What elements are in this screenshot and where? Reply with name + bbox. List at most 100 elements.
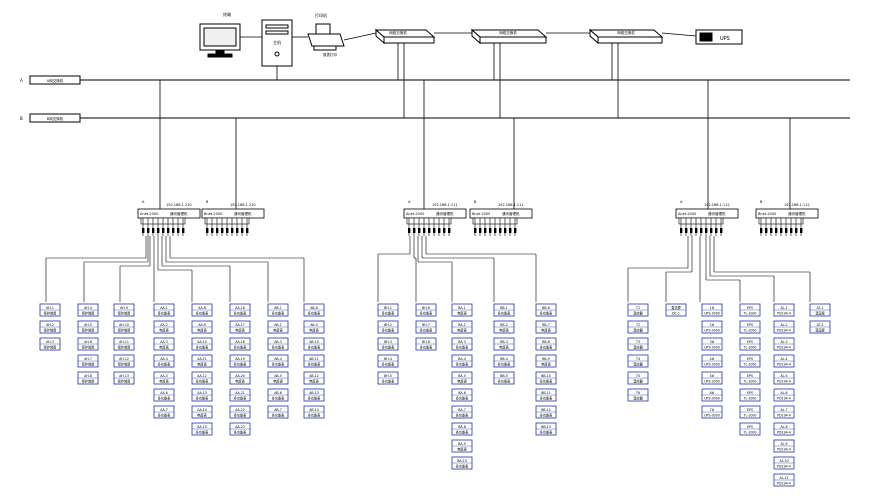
gateway-type: 通讯管理机 (502, 211, 520, 216)
device-type: UPS-3000 (704, 363, 720, 367)
device-type: 多功能表 (234, 345, 248, 350)
device-id: AH-12 (119, 357, 129, 361)
gateway-net-tag: B (760, 200, 763, 204)
device-id: AH-11 (119, 340, 129, 344)
device-type: 电度表 (235, 379, 245, 384)
gateway-net-tag: B (206, 200, 209, 204)
device-type: 多功能表 (308, 345, 322, 350)
device-id: AH-7 (84, 357, 92, 361)
device-group-17: EPSTL-1000EPSTL-1000EPSTL-1000EPSTL-1000… (739, 303, 761, 436)
device-bus-wiring (45, 236, 811, 302)
device-group-13: BB-6多功能表BB-7电度表BB-8多功能表BB-9电度表BB-10多功能表B… (535, 303, 557, 436)
device-group-18: AL-1PD194-4AL-2PD194-4AL-3PD194-4AL-4PD1… (773, 303, 795, 487)
device-id: AB-1 (274, 306, 282, 310)
device-type: 电度表 (541, 362, 551, 367)
device-id: BH-8 (422, 340, 430, 344)
device-type: 电度表 (273, 328, 283, 333)
device-type: 电度表 (309, 379, 319, 384)
device-type: 多功能表 (498, 311, 512, 316)
device-type: 多功能表 (420, 328, 434, 333)
gateway-drops (159, 80, 791, 209)
gateway-type: 通讯管理机 (234, 211, 252, 216)
device-type: PD194-4 (777, 431, 791, 435)
device-type: 电度表 (159, 379, 169, 384)
ups-label: UPS (720, 36, 730, 42)
device-id: AA-9 (198, 323, 206, 327)
device-type: 电度表 (499, 345, 509, 350)
device-id: BB-11 (541, 391, 551, 395)
device-type: 温湿度 (815, 328, 825, 333)
device-type: 多功能表 (382, 362, 396, 367)
device-type: 多功能表 (456, 396, 470, 401)
device-id: BB-10 (541, 374, 551, 378)
gateway-type: 通讯管理机 (170, 211, 188, 216)
device-type: 多功能表 (456, 345, 470, 350)
device-type: 保护装置 (82, 328, 95, 333)
device-type: 多功能表 (456, 464, 470, 469)
device-type: UPS-3000 (704, 380, 720, 384)
device-id: AH-8 (84, 374, 92, 378)
device-id: AL-2 (780, 323, 787, 327)
device-type: 多功能表 (382, 311, 396, 316)
device-box: 4# UPS-3000 (701, 354, 723, 368)
device-id: AT-2 (817, 323, 824, 327)
device-id: AB-12 (309, 374, 319, 378)
device-id: EPS (747, 306, 753, 310)
device-type: 多功能表 (196, 311, 210, 316)
device-type: 保护装置 (118, 328, 131, 333)
gateway-name: Anet-2000 (140, 212, 158, 216)
device-id: AB-4 (274, 357, 282, 361)
device-type: 电度表 (159, 328, 169, 333)
device-id: BA-9 (458, 442, 465, 446)
monitor-label: 终端 (223, 11, 231, 17)
device-id: BA-3 (458, 340, 465, 344)
device-id: AL-5 (780, 374, 787, 378)
device-id: AA-14 (197, 408, 207, 412)
device-id: BB-3 (500, 340, 508, 344)
device-type: PD194-4 (777, 312, 791, 316)
device-group-16: 1#UPS-30002#UPS-30003#UPS-30004#UPS-3000… (701, 303, 723, 419)
device-id: EPS (747, 425, 753, 429)
device-type: PD194-4 (777, 448, 791, 452)
gateway-ip: 192.168.1.110 (230, 203, 256, 207)
device-id: AA-7 (160, 408, 168, 412)
device-id: 4# (710, 357, 715, 361)
device-id: AA-8 (198, 306, 206, 310)
device-id: AA-1 (160, 306, 168, 310)
monitor-icon (199, 23, 241, 58)
device-type: 多功能表 (158, 396, 172, 401)
gateway-net-tag: A (142, 200, 145, 204)
bus-b-tag: B (20, 116, 23, 121)
gateway-type: 通讯管理机 (708, 211, 726, 216)
device-box: 1#UPS-3000 (701, 303, 723, 317)
device-type: 多功能表 (272, 345, 286, 350)
device-id: EPS (747, 323, 753, 327)
device-id: 5# (710, 374, 715, 378)
device-type: 多功能表 (308, 311, 322, 316)
top-connectors (240, 32, 697, 118)
